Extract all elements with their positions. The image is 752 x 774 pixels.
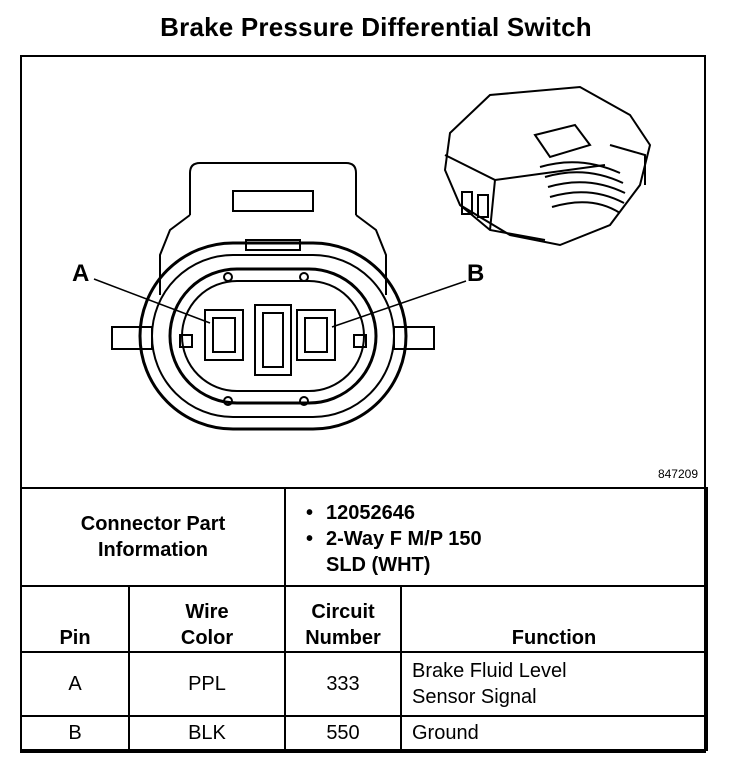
connector-description-line1: 2-Way F M/P 150 [326, 528, 482, 550]
row-b-circuit: 550 [284, 715, 402, 751]
connector-diagram: A B 847209 [20, 55, 706, 487]
connector-info-row: Connector Part Information 12052646 2-Wa… [20, 487, 708, 587]
header-wire-color-line2: Color [180, 627, 234, 649]
connector-face-view [93, 85, 652, 431]
row-a-circuit: 333 [284, 651, 402, 717]
tab-window [232, 190, 314, 212]
connector-info-values: 12052646 2-Way F M/P 150 SLD (WHT) [284, 487, 708, 587]
row-b-pin: B [20, 715, 130, 751]
cavity-b [296, 309, 336, 361]
outer-frame [20, 55, 706, 753]
row-a-pin: A [20, 651, 130, 717]
row-a-function-line1: Brake Fluid Level [412, 660, 567, 682]
table-row: B BLK 550 Ground [20, 715, 708, 751]
row-a-color: PPL [128, 651, 286, 717]
locking-tab [189, 162, 357, 215]
row-b-color: BLK [128, 715, 286, 751]
header-circuit-line1: Circuit [311, 601, 375, 623]
leader-line-a [93, 278, 211, 324]
row-b-function: Ground [400, 715, 708, 751]
right-ear [393, 326, 435, 350]
pin-label-a: A [72, 260, 90, 287]
connector-description: 2-Way F M/P 150 SLD (WHT) [306, 526, 706, 578]
figure-id: 847209 [657, 467, 698, 481]
connector-perspective [443, 85, 652, 247]
pin-label-b: B [467, 260, 485, 287]
connector-info-label: Connector Part Information [20, 487, 286, 587]
connector-info-label-line1: Connector Part [80, 513, 226, 535]
connector-description-line2: SLD (WHT) [326, 554, 431, 576]
cavity-a [204, 309, 244, 361]
header-circuit-number: Circuit Number [284, 585, 402, 653]
header-function: Function [400, 585, 708, 653]
connector-info-label-line2: Information [98, 539, 208, 561]
row-a-function-line2: Sensor Signal [412, 686, 537, 708]
header-circuit-line2: Number [305, 627, 381, 649]
header-wire-color: Wire Color [128, 585, 286, 653]
center-key [254, 304, 292, 376]
table-row: A PPL 333 Brake Fluid Level Sensor Signa… [20, 651, 708, 717]
part-number: 12052646 [306, 500, 706, 526]
connector-table: Connector Part Information 12052646 2-Wa… [20, 487, 708, 751]
header-wire-color-line1: Wire [185, 601, 229, 623]
diagram-title: Brake Pressure Differential Switch [160, 12, 592, 42]
header-pin: Pin [20, 585, 130, 653]
left-ear [111, 326, 153, 350]
table-header-row: Pin Wire Color Circuit Number Function [20, 585, 708, 653]
connector-body-outer [138, 241, 408, 431]
row-a-function: Brake Fluid Level Sensor Signal [400, 651, 708, 717]
leader-line-b [331, 280, 467, 328]
